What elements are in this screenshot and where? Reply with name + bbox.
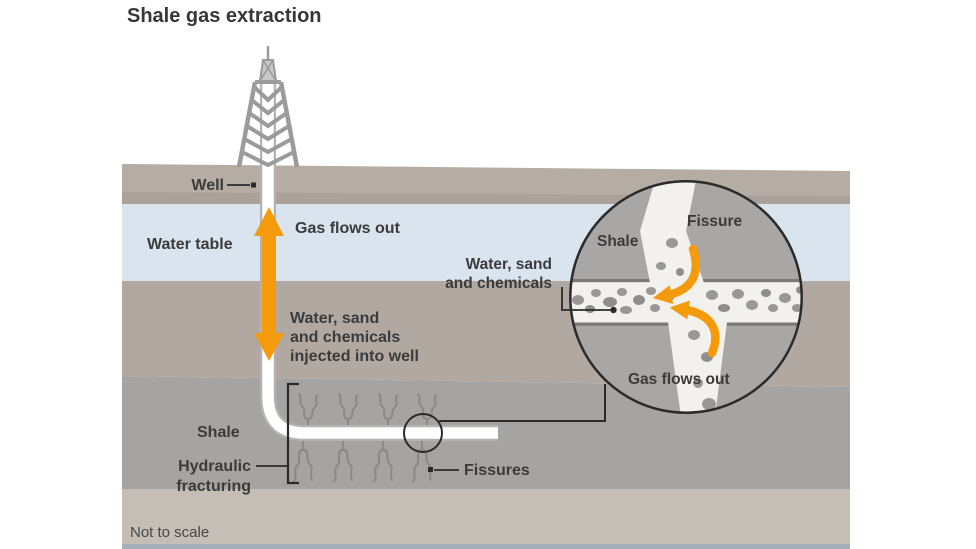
- not-to-scale-note: Not to scale: [130, 524, 210, 541]
- lower-rock-layer: [122, 489, 850, 544]
- inset-watersand-label: Water, sand and chemicals: [420, 255, 552, 293]
- hydraulic-fracturing-label: Hydraulic fracturing: [151, 457, 251, 497]
- injection-label-line1: Water, sand: [290, 310, 380, 327]
- inset-upper-fissure: [640, 181, 704, 283]
- base-strip: [122, 544, 850, 549]
- inset-connector-line: [439, 384, 606, 422]
- inset-watersand-line1: Water, sand: [465, 256, 552, 273]
- flow-arrows: [254, 207, 284, 361]
- hydraulic-label-line1: Hydraulic: [178, 458, 251, 475]
- page-title: Shale gas extraction: [127, 5, 322, 27]
- fissures-pointer-dot: [428, 467, 433, 472]
- inset-watersand-line2: and chemicals: [445, 275, 552, 292]
- watersand-pointer-dot: [610, 306, 617, 314]
- inset-upper-arrow: [652, 244, 701, 305]
- detail-zoom-circle: [403, 413, 443, 453]
- inset-lower-arrow: [669, 300, 720, 358]
- well-pointer-dot: [251, 182, 256, 188]
- gas-flows-out-label: Gas flows out: [295, 220, 400, 237]
- inset-rim: [569, 180, 803, 414]
- injection-label-line3: injected into well: [290, 348, 419, 365]
- inset-detail: [561, 180, 803, 414]
- gas-up-arrow: [254, 207, 284, 284]
- pointer-lines: [227, 182, 606, 485]
- inset-gas-flows-out-label: Gas flows out: [628, 371, 730, 388]
- well-label: Well: [191, 177, 224, 194]
- shale-label: Shale: [197, 424, 240, 441]
- inset-flow-arrows: [652, 244, 720, 358]
- sand-pebbles: [572, 238, 802, 410]
- injection-label: Water, sand and chemicals injected into …: [290, 309, 419, 366]
- injection-down-arrow: [254, 284, 284, 361]
- well-pipe: [260, 78, 498, 441]
- inset-fissure-label: Fissure: [687, 213, 743, 230]
- fissures-label: Fissures: [464, 462, 530, 479]
- hydraulic-bracket: [286, 382, 299, 485]
- inset-shale-label: Shale: [597, 233, 639, 250]
- water-table-label: Water table: [147, 236, 233, 253]
- hydraulic-label-line2: fracturing: [176, 478, 251, 495]
- injection-label-line2: and chemicals: [290, 329, 401, 346]
- drilling-rig-icon: [236, 46, 300, 168]
- watersand-pointer-line: [561, 287, 611, 311]
